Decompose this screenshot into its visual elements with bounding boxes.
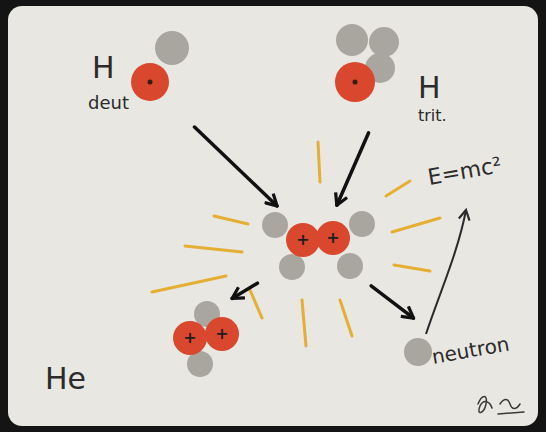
- reaction-arrow: [232, 283, 257, 298]
- element-symbol: H: [418, 71, 441, 104]
- particle-label: neutron: [430, 333, 511, 368]
- canvas-panel: [8, 6, 538, 426]
- helium-atom: + + He: [40, 300, 245, 405]
- isotope-label: deut: [88, 93, 129, 113]
- proton: [316, 221, 350, 255]
- fusion-collision: ++: [260, 208, 378, 284]
- proton: [173, 321, 207, 355]
- neutron-ball: [369, 27, 399, 57]
- proton-charge: +: [210, 323, 234, 345]
- proton: [335, 62, 375, 102]
- neutron-ball: [349, 211, 375, 237]
- element-symbol: He: [45, 362, 86, 395]
- proton-dot: [353, 80, 358, 85]
- proton: [286, 223, 320, 257]
- neutron-ball: [279, 254, 305, 280]
- neutron-particle: neutron: [400, 320, 530, 395]
- proton: [205, 317, 239, 351]
- proton-charge: +: [321, 227, 345, 249]
- neutron-ball: [404, 338, 432, 366]
- element-symbol: H: [92, 51, 115, 84]
- energy-arrow: [426, 210, 466, 334]
- proton-charge: +: [291, 229, 315, 251]
- atom-illustration: [260, 208, 378, 284]
- signature-scribble: [478, 397, 524, 415]
- energy-rays: [152, 142, 440, 346]
- reaction-arrow: [337, 133, 369, 206]
- reaction-arrow: [371, 286, 413, 318]
- neutron-ball: [155, 31, 189, 65]
- isotope-label: trit.: [418, 107, 447, 125]
- neutron-ball: [337, 253, 363, 279]
- neutron-ball: [336, 24, 368, 56]
- tritium-atom: Htrit.: [325, 15, 465, 130]
- proton: [131, 63, 169, 101]
- proton-dot: [148, 80, 153, 85]
- neutron-ball: [262, 212, 288, 238]
- proton-charge: +: [178, 327, 202, 349]
- equation-label: E=mc²: [426, 153, 504, 190]
- deuterium-atom: Hdeut: [85, 25, 195, 125]
- reaction-arrow: [195, 127, 278, 206]
